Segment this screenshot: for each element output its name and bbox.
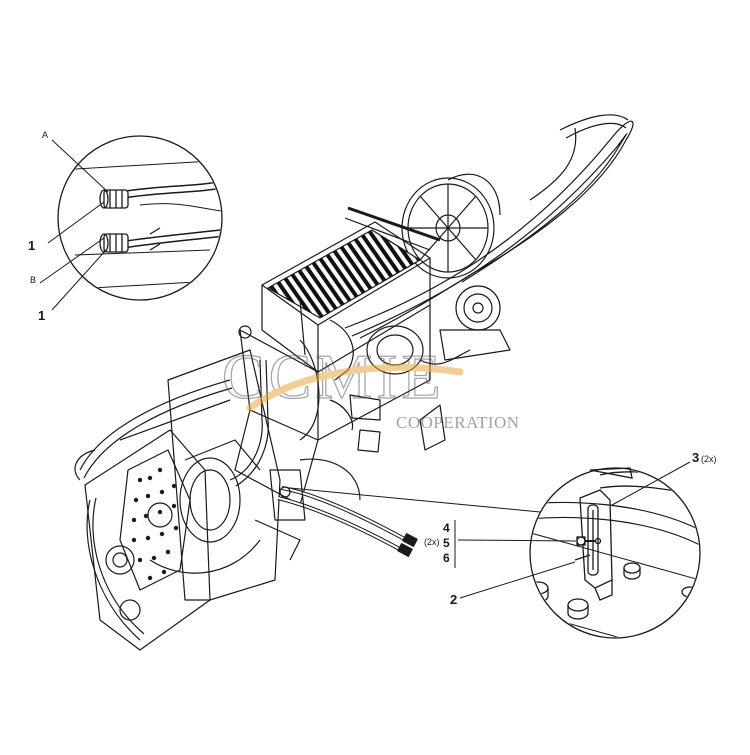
hose-loop-outer (344, 120, 634, 339)
label-1-top: 1 (28, 238, 35, 253)
leader-engine-to-detail (289, 487, 541, 513)
leader-1-bottom (51, 249, 107, 311)
watermark-swoosh (246, 364, 464, 412)
leader-456 (457, 539, 577, 542)
leader-a (51, 139, 109, 193)
output-flange (105, 545, 135, 575)
detail-circle-clamp (529, 467, 701, 639)
leader-b (39, 237, 105, 284)
pipe-top (79, 379, 231, 471)
detail-circle-outline (57, 135, 223, 301)
detail-circle2-outline (529, 467, 701, 639)
transmission-front (84, 429, 211, 651)
label-3: 3 (692, 450, 699, 465)
tab-marker (589, 467, 633, 479)
clamp-location (279, 486, 291, 498)
label-4: 4 (443, 521, 450, 535)
leader-2 (459, 561, 576, 599)
label-3-qty: (2x) (701, 454, 717, 464)
alternator (455, 285, 501, 331)
label-1-bottom: 1 (38, 308, 45, 323)
bolt-plate (119, 449, 191, 591)
label-456-qty: (2x) (424, 537, 440, 547)
bolt-456 (576, 536, 586, 546)
label-6: 6 (443, 551, 450, 565)
leader-1-top (47, 201, 105, 244)
label-2: 2 (450, 592, 457, 607)
detail-circle-couplings (39, 135, 223, 311)
cooler-fins (267, 229, 421, 319)
watermark: CCMIE COOPERATION (221, 340, 520, 432)
torque-converter (179, 457, 241, 543)
watermark-subtitle: COOPERATION (396, 413, 520, 432)
engine-assembly (74, 114, 634, 651)
leader-3 (611, 461, 691, 506)
transmission-housing (167, 349, 281, 601)
label-b: B (30, 275, 36, 285)
label-a: A (42, 130, 48, 140)
label-5: 5 (443, 536, 450, 550)
turbocharger (366, 325, 424, 375)
